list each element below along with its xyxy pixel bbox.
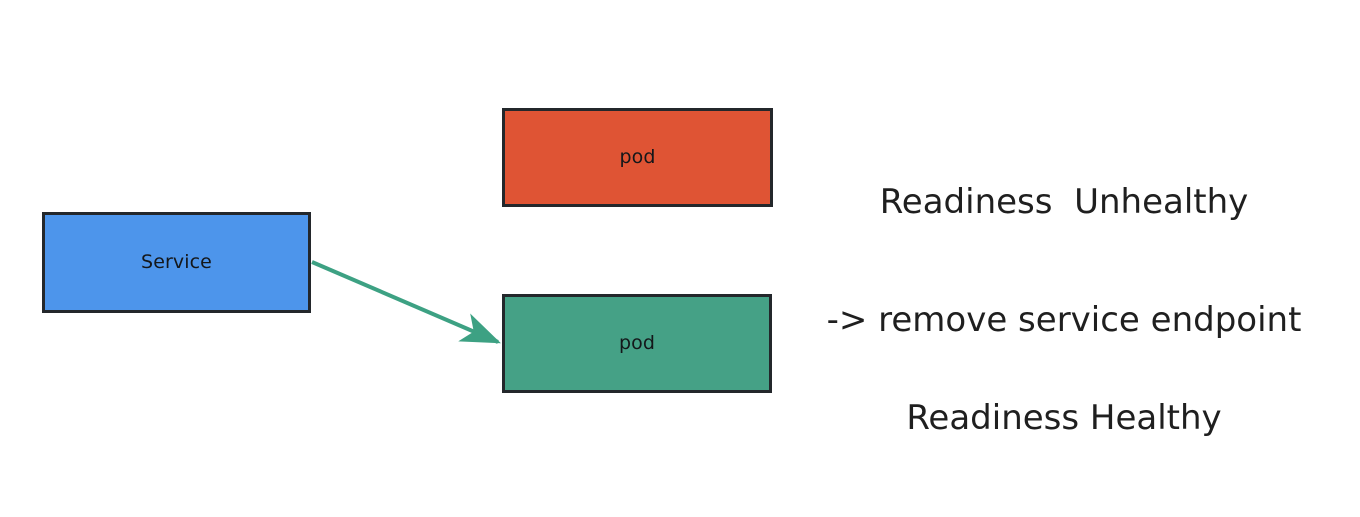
node-service-label: Service (141, 251, 212, 273)
annotation-readiness-unhealthy: Readiness Unhealthy -> remove service en… (786, 104, 1342, 420)
diagram-canvas: Service pod pod Readiness Unhealthy -> r… (42, 104, 1342, 438)
node-pod-healthy-label: pod (618, 332, 656, 354)
node-pod-unhealthy[interactable]: pod (502, 108, 773, 207)
annotation-readiness-unhealthy-line2: -> remove service endpoint (826, 300, 1302, 341)
node-pod-unhealthy-label: pod (619, 146, 656, 168)
node-service[interactable]: Service (42, 212, 311, 313)
annotation-readiness-healthy-line1: Readiness Healthy (906, 397, 1222, 438)
annotation-readiness-healthy: Readiness Healthy (786, 320, 1342, 517)
annotation-readiness-unhealthy-line1: Readiness Unhealthy (879, 181, 1249, 222)
node-pod-healthy[interactable]: pod (502, 294, 772, 393)
service-to-healthy-pod-arrow (311, 260, 501, 344)
